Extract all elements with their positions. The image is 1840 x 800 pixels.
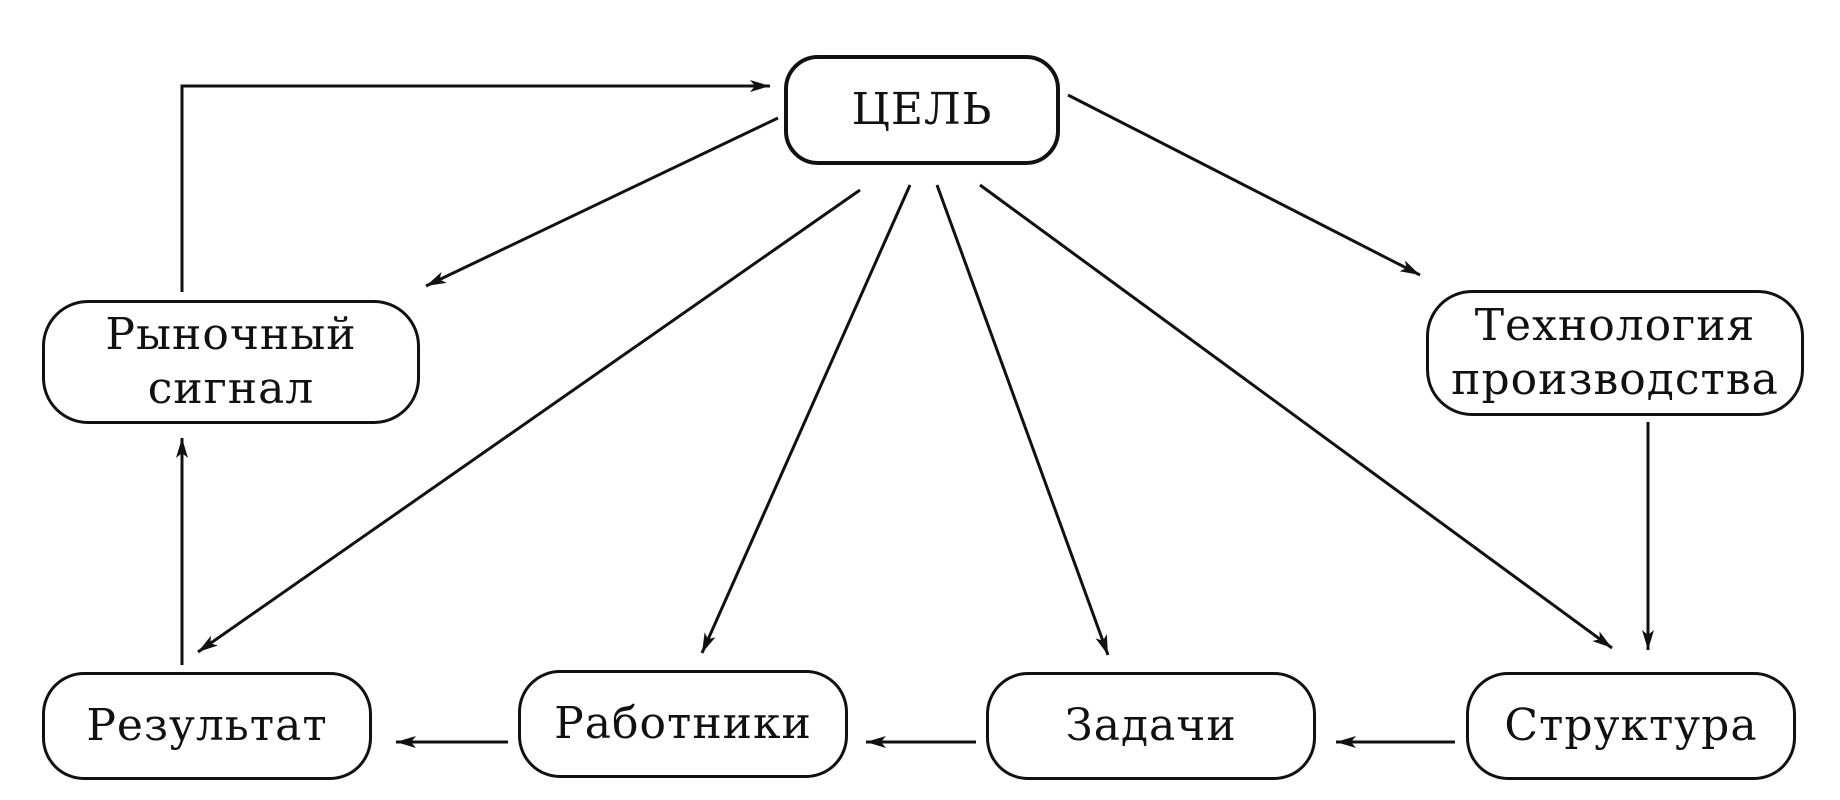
edge-goal-to-market-signal <box>425 116 779 288</box>
node-structure-label: Структура <box>1504 700 1758 752</box>
node-tasks: Задачи <box>986 672 1316 780</box>
edge-market-signal-to-goal <box>180 80 770 292</box>
node-result-label: Результат <box>86 700 328 752</box>
node-workers-label: Работники <box>554 698 812 750</box>
edge-goal-to-workers <box>700 184 912 654</box>
edge-goal-to-structure <box>979 183 1613 650</box>
edge-goal-to-tasks <box>935 184 1110 656</box>
node-technology-label: Технология производства <box>1451 300 1779 405</box>
node-structure: Структура <box>1466 672 1796 780</box>
edge-goal-to-technology <box>1067 93 1421 277</box>
node-market-signal-label: Рыночный сигнал <box>105 309 357 414</box>
node-workers: Работники <box>518 670 848 778</box>
node-result: Результат <box>42 672 372 780</box>
edge-goal-to-result <box>197 188 861 654</box>
node-market-signal: Рыночный сигнал <box>42 300 420 424</box>
node-goal-label: ЦЕЛЬ <box>851 84 993 136</box>
node-goal: ЦЕЛЬ <box>784 55 1060 165</box>
node-tasks-label: Задачи <box>1065 700 1237 752</box>
node-technology: Технология производства <box>1426 290 1804 416</box>
